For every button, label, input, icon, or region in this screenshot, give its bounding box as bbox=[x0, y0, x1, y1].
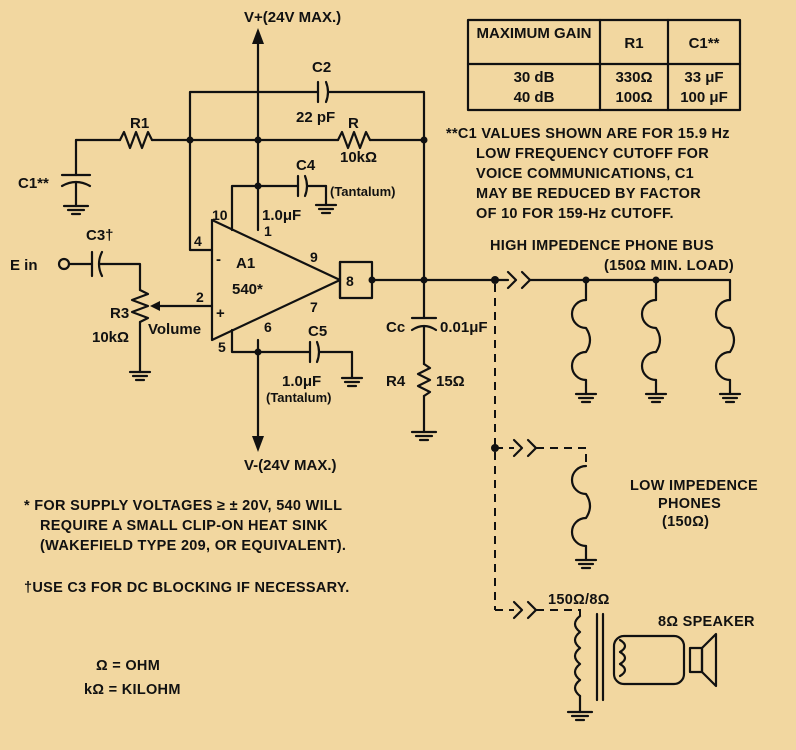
c1-note-line: OF 10 FOR 159-Hz CUTOFF. bbox=[476, 206, 674, 222]
pin-7: 7 bbox=[310, 299, 318, 315]
heat-sink-note: REQUIRE A SMALL CLIP-ON HEAT SINK bbox=[40, 518, 328, 534]
ohm-legend: Ω = OHM bbox=[96, 658, 160, 674]
table-header-c1: C1** bbox=[689, 35, 720, 52]
amp-name: A1 bbox=[236, 255, 255, 272]
kilohm-legend: kΩ = KILOHM bbox=[84, 682, 181, 698]
pin-10: 10 bbox=[212, 207, 228, 223]
input-network bbox=[57, 250, 214, 382]
c4-value: 1.0μF bbox=[262, 207, 301, 224]
pin-2: 2 bbox=[196, 289, 204, 305]
pin-1: 1 bbox=[264, 223, 272, 239]
vminus-rail bbox=[252, 338, 264, 452]
gain-table bbox=[466, 18, 742, 112]
transformer-label: 150Ω/8Ω bbox=[548, 592, 610, 608]
r3-value: 10kΩ bbox=[92, 329, 129, 346]
c1-note-line: VOICE COMMUNICATIONS, C1 bbox=[476, 166, 694, 182]
dc-block-note: †USE C3 FOR DC BLOCKING IF NECESSARY. bbox=[24, 580, 350, 596]
table-header-r1: R1 bbox=[624, 35, 643, 52]
inverting-sign: - bbox=[216, 251, 221, 268]
phone-bus-label: HIGH IMPEDENCE PHONE BUS bbox=[490, 238, 714, 254]
cc-value: 0.01μF bbox=[440, 319, 488, 336]
c3-label: C3† bbox=[86, 227, 114, 244]
table-cell: 330Ω bbox=[615, 69, 652, 86]
table-cell: 33 μF bbox=[684, 69, 723, 86]
table-cell: 40 dB bbox=[514, 89, 555, 106]
r3-label: R3 bbox=[110, 305, 129, 322]
heat-sink-note: (WAKEFIELD TYPE 209, OR EQUIVALENT). bbox=[40, 538, 346, 554]
snubber-cc-r4 bbox=[410, 278, 438, 442]
table-header-gain: MAXIMUM GAIN bbox=[477, 25, 592, 42]
transformer bbox=[566, 612, 686, 722]
heat-sink-note: * FOR SUPPLY VOLTAGES ≥ ± 20V, 540 WILL bbox=[24, 498, 342, 514]
c2-label: C2 bbox=[312, 59, 331, 76]
table-cell: 100Ω bbox=[615, 89, 652, 106]
low-impedance-label: LOW IMPEDENCE bbox=[630, 478, 758, 494]
c5-value: 1.0μF bbox=[282, 373, 321, 390]
c1-note-line: LOW FREQUENCY CUTOFF FOR bbox=[476, 146, 709, 162]
amp-part: 540* bbox=[232, 281, 263, 298]
low-impedance-label: (150Ω) bbox=[662, 514, 709, 530]
c1-note-line: MAY BE REDUCED BY FACTOR bbox=[476, 186, 701, 202]
r4-value: 15Ω bbox=[436, 373, 465, 390]
c1-label: C1** bbox=[18, 175, 49, 192]
pin-6: 6 bbox=[264, 319, 272, 335]
r-value: 10kΩ bbox=[340, 149, 377, 166]
vplus-rail bbox=[252, 28, 264, 232]
table-cell: 100 μF bbox=[680, 89, 728, 106]
optional-outputs bbox=[491, 284, 587, 620]
cc-label: Cc bbox=[386, 319, 405, 336]
c5-type: (Tantalum) bbox=[266, 390, 331, 405]
c4-type: (Tantalum) bbox=[330, 184, 395, 199]
speaker-icon bbox=[688, 632, 718, 688]
r1-label: R1 bbox=[130, 115, 149, 132]
ein-label: E in bbox=[10, 257, 38, 274]
pin-8: 8 bbox=[346, 273, 354, 289]
pin-4: 4 bbox=[194, 233, 202, 249]
headphone-1 bbox=[570, 298, 598, 404]
vplus-label: V+(24V MAX.) bbox=[244, 9, 341, 26]
noninverting-sign: + bbox=[216, 305, 225, 322]
c5-label: C5 bbox=[308, 323, 327, 340]
headphone-3 bbox=[714, 298, 742, 404]
r4-label: R4 bbox=[386, 373, 406, 390]
feedback-network bbox=[74, 80, 428, 282]
table-cell: 30 dB bbox=[514, 69, 555, 86]
low-impedance-label: PHONES bbox=[658, 496, 721, 512]
capacitor-c4 bbox=[256, 174, 338, 215]
pin-5: 5 bbox=[218, 339, 226, 355]
volume-label: Volume bbox=[148, 321, 201, 338]
capacitor-c5 bbox=[256, 340, 364, 388]
headphone-2 bbox=[640, 298, 668, 404]
speaker-label: 8Ω SPEAKER bbox=[658, 614, 755, 630]
c1-note-line: **C1 VALUES SHOWN ARE FOR 15.9 Hz bbox=[446, 126, 730, 142]
pin-9: 9 bbox=[310, 249, 318, 265]
vminus-label: V-(24V MAX.) bbox=[244, 457, 337, 474]
c2-value: 22 pF bbox=[296, 109, 335, 126]
low-impedance-phone bbox=[570, 464, 598, 570]
phone-bus-load: (150Ω MIN. LOAD) bbox=[604, 258, 734, 274]
c4-label: C4 bbox=[296, 157, 316, 174]
high-impedance-bus bbox=[491, 270, 732, 302]
capacitor-c1 bbox=[60, 138, 92, 216]
r-label: R bbox=[348, 115, 359, 132]
